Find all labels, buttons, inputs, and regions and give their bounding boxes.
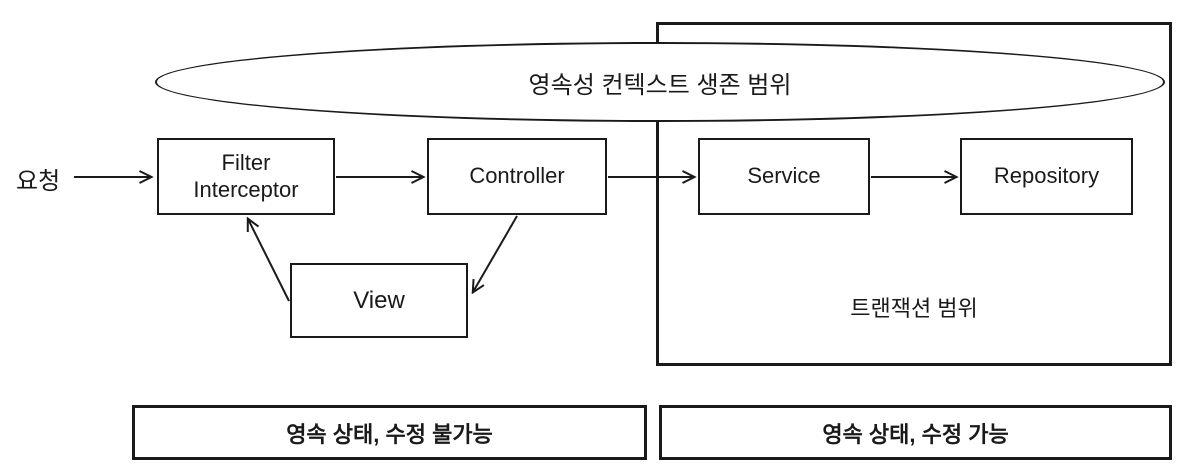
legend-box-immutable: 영속 상태, 수정 불가능 (132, 405, 647, 460)
node-service: Service (698, 138, 870, 215)
arrow-controller-to-view (473, 215, 518, 292)
transaction-scope-label: 트랜잭션 범위 (850, 296, 978, 321)
legend-immutable-label: 영속 상태, 수정 불가능 (286, 421, 493, 447)
legend-mutable-label: 영속 상태, 수정 가능 (822, 421, 1009, 447)
node-repository: Repository (960, 138, 1133, 215)
request-label: 요청 (16, 168, 61, 195)
arrow-view-to-filter (248, 219, 290, 302)
persistence-context-ellipse: 영속성 컨텍스트 생존 범위 (155, 42, 1165, 122)
persistence-context-label: 영속성 컨텍스트 생존 범위 (528, 71, 792, 99)
node-controller: Controller (427, 138, 607, 215)
node-filter-interceptor: Filter Interceptor (157, 138, 335, 215)
node-view: View (290, 263, 468, 338)
legend-box-mutable: 영속 상태, 수정 가능 (659, 405, 1172, 460)
